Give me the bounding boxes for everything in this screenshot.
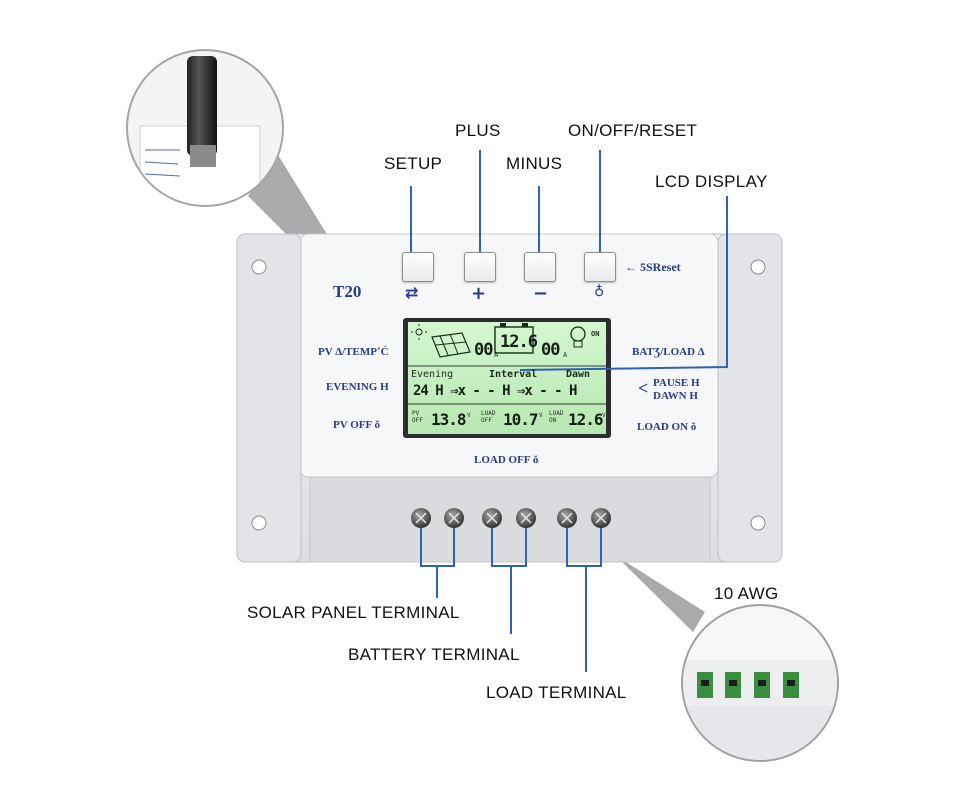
pv-current-value: 00 (474, 340, 494, 360)
load-off-label: LOAD OFF ǒ (474, 454, 539, 466)
pv-off-value: 13.8 (431, 410, 467, 429)
zoom-cone-bottom (610, 552, 705, 632)
timer-row: 24 H ⇒x - - H ⇒x - - H (413, 383, 577, 399)
reset-hint: ← 5SReset (625, 260, 681, 274)
load-current-unit: A (563, 351, 568, 359)
interval-lcd-label: Interval (489, 369, 538, 380)
load-off-value: 10.7 (503, 410, 539, 429)
plus-callout: PLUS (455, 121, 501, 140)
minus-button[interactable] (524, 252, 556, 282)
lcd-display-callout: LCD DISPLAY (655, 172, 768, 191)
pause-label: PAUSE H (653, 377, 700, 389)
pv-off-unit: V (467, 412, 471, 419)
solar-panel-icon (431, 332, 471, 358)
lcd-screen (403, 318, 611, 438)
on-indicator: ON (591, 330, 600, 338)
plus-icon: + (471, 283, 487, 304)
pv-current-unit: A (494, 351, 499, 359)
chevron-left-icon: < (638, 378, 649, 398)
on-off-reset-callout: ON/OFF/RESET (568, 121, 698, 140)
load-on-unit: V (602, 412, 606, 419)
zoom-cone-top (248, 155, 328, 238)
model-label: T20 (333, 282, 362, 301)
awg-callout: 10 AWG (714, 584, 779, 603)
on-off-reset-button[interactable] (584, 252, 616, 282)
evening-label: EVENING H (326, 381, 389, 393)
temperature-sensor-zoom (126, 49, 284, 207)
evening-lcd-label: Evening (411, 369, 454, 380)
bat-load-label: BATƷ/LOAD Δ (632, 346, 705, 358)
dawn-lcd-label: Dawn (566, 369, 591, 380)
setup-callout: SETUP (384, 154, 443, 173)
battery-voltage-value: 12.6 (500, 332, 538, 352)
pv-off-label: PV OFF ǒ (333, 419, 381, 431)
awg-terminal-zoom (681, 604, 839, 762)
sun-icon (411, 324, 427, 340)
load-on-label: LOAD ON ǒ (637, 421, 697, 433)
load-terminal-callout: LOAD TERMINAL (486, 683, 627, 702)
pv-temp-label: PV Δ/TEMP˚Ć (318, 346, 389, 358)
pv-off-tag: PV OFF (412, 410, 423, 424)
minus-callout: MINUS (506, 154, 563, 173)
solar-panel-terminal-callout: SOLAR PANEL TERMINAL (247, 603, 460, 622)
terminal-block (411, 508, 611, 528)
swap-arrows-icon: ⇄ (405, 283, 419, 302)
load-off-unit: V (539, 412, 543, 419)
battery-terminal-callout: BATTERY TERMINAL (348, 645, 520, 664)
bulb-icon (570, 326, 586, 348)
load-on-tag: LOAD ON (549, 410, 564, 424)
dawn-label: DAWN H (653, 390, 698, 402)
bulb-symbol-icon: ♁ (594, 284, 605, 300)
leader-lines (410, 150, 728, 672)
plus-button[interactable] (464, 252, 496, 282)
setup-button[interactable] (402, 252, 434, 282)
minus-icon: − (533, 283, 549, 304)
battery-icon (494, 323, 534, 354)
load-off-tag: LOAD OFF (481, 410, 496, 424)
sensor-plug-icon (187, 56, 217, 156)
load-on-value: 12.6 (568, 410, 604, 429)
load-current-value: 00 (541, 340, 561, 360)
